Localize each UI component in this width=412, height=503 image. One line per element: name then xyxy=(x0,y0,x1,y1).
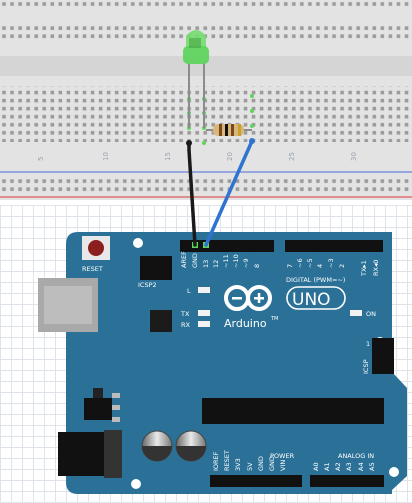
led-on xyxy=(350,310,362,316)
pin-label-4: 4 xyxy=(316,264,324,268)
icsp2-label: ICSP2 xyxy=(138,281,157,289)
col-num-10: 10 xyxy=(102,152,110,161)
resistor-component[interactable] xyxy=(206,124,252,136)
pin-label-6: ~6 xyxy=(296,258,304,268)
pin-label-a2: A2 xyxy=(334,462,342,471)
pin-label-vin: VIN xyxy=(279,460,287,471)
arduino-uno-board[interactable]: RESET ICSP2 AREF GND 13 1 xyxy=(38,232,407,494)
led-tx-label: TX xyxy=(180,310,190,318)
power-pin-labels: IOREF RESET 3V3 5V GND GND VIN xyxy=(212,450,287,471)
pin-label-7: 7 xyxy=(286,264,294,268)
pin-label-8: 8 xyxy=(253,264,261,268)
led-rx xyxy=(198,321,210,327)
power-rail-bottom-holes xyxy=(0,176,412,194)
analog-label: ANALOG IN xyxy=(338,452,374,460)
resistor-band-3 xyxy=(231,124,234,136)
wire-signal-end-breadboard[interactable] xyxy=(249,138,255,144)
pin-label-1: TX▸1 xyxy=(360,260,368,277)
terminal-strip-holes xyxy=(0,86,412,142)
pin-label-aref: AREF xyxy=(180,251,188,268)
icsp-label: ICSP xyxy=(362,359,370,374)
led-rx-label: RX xyxy=(181,321,191,329)
pin-label-gnd-a: GND xyxy=(257,456,265,471)
pin-label-a4: A4 xyxy=(357,462,365,471)
pin-label-a1: A1 xyxy=(323,462,331,471)
pin-label-ioref: IOREF xyxy=(212,451,220,471)
pin-label-3v3: 3V3 xyxy=(234,458,242,471)
pin-label-13: 13 xyxy=(202,260,210,268)
col-num-20: 20 xyxy=(226,152,234,161)
arduino-logo xyxy=(224,285,272,311)
led-l xyxy=(198,287,210,293)
power-label: POWER xyxy=(270,452,295,460)
analog-pin-labels: A0 A1 A2 A3 A4 A5 xyxy=(312,462,376,471)
column-numbers: 5 10 15 20 25 30 xyxy=(37,152,358,161)
led-tx xyxy=(198,310,210,316)
wire-signal[interactable] xyxy=(204,139,254,247)
pin-label-0: RX◂0 xyxy=(372,260,380,276)
uno-label: UNO xyxy=(292,290,331,310)
pin-label-9: ~9 xyxy=(242,258,250,268)
uno-badge xyxy=(286,286,346,310)
reset-button-cap[interactable] xyxy=(88,240,104,256)
mount-hole-4 xyxy=(389,467,399,477)
col-num-5: 5 xyxy=(37,157,45,161)
led-component[interactable] xyxy=(183,30,209,128)
mount-hole-3 xyxy=(131,479,141,489)
pin-label-5: ~5 xyxy=(306,258,314,268)
col-num-15: 15 xyxy=(164,152,172,161)
brand-tm: TM xyxy=(270,316,278,322)
resistor-band-4 xyxy=(238,124,241,136)
board-pcb xyxy=(66,232,407,494)
pin-label-5v: 5V xyxy=(246,462,254,471)
digital-pin-labels: AREF GND 13 12 ~11 ~10 ~9 8 7 ~6 ~5 4 ~3… xyxy=(180,251,380,277)
pin-label-10: ~10 xyxy=(232,254,240,268)
pin-label-2: 2 xyxy=(338,264,346,268)
mount-hole-1 xyxy=(133,238,143,248)
reset-label: RESET xyxy=(82,265,103,273)
pin-label-a0: A0 xyxy=(312,462,320,471)
voltage-regulator xyxy=(84,398,112,420)
brand-label: Arduino xyxy=(224,317,267,330)
breadboard[interactable]: 5 10 15 20 25 30 xyxy=(0,0,412,200)
col-num-25: 25 xyxy=(288,152,296,161)
icsp-pin1-label: 1 xyxy=(366,340,370,348)
resistor-band-1 xyxy=(219,124,222,136)
breadboard-channel-top xyxy=(0,56,412,76)
capacitor-1 xyxy=(141,430,173,462)
pin-label-gnd-b: GND xyxy=(268,456,276,471)
capacitor-2 xyxy=(175,430,207,462)
resistor-band-2 xyxy=(225,124,228,136)
led-body xyxy=(183,46,209,64)
pin-label-11: ~11 xyxy=(222,254,230,268)
led-on-label: ON xyxy=(366,310,376,318)
wire-gnd-end-breadboard[interactable] xyxy=(186,140,192,146)
digital-label: DIGITAL (PWM=~) xyxy=(286,276,345,284)
power-rail-top-holes xyxy=(0,24,412,42)
col-num-30: 30 xyxy=(350,152,358,161)
pin-label-a5: A5 xyxy=(368,462,376,471)
pin-label-3: ~3 xyxy=(327,258,335,268)
pin-label-12: 12 xyxy=(212,260,220,268)
pin-label-gnd: GND xyxy=(191,253,199,268)
atmega-chip xyxy=(202,398,384,424)
led-l-label: L xyxy=(187,287,191,295)
pin-label-a3: A3 xyxy=(345,462,353,471)
pin-label-reset: RESET xyxy=(223,450,231,471)
power-rail-top-a xyxy=(0,0,412,9)
led-die xyxy=(189,38,201,48)
usb-chip xyxy=(150,310,172,332)
